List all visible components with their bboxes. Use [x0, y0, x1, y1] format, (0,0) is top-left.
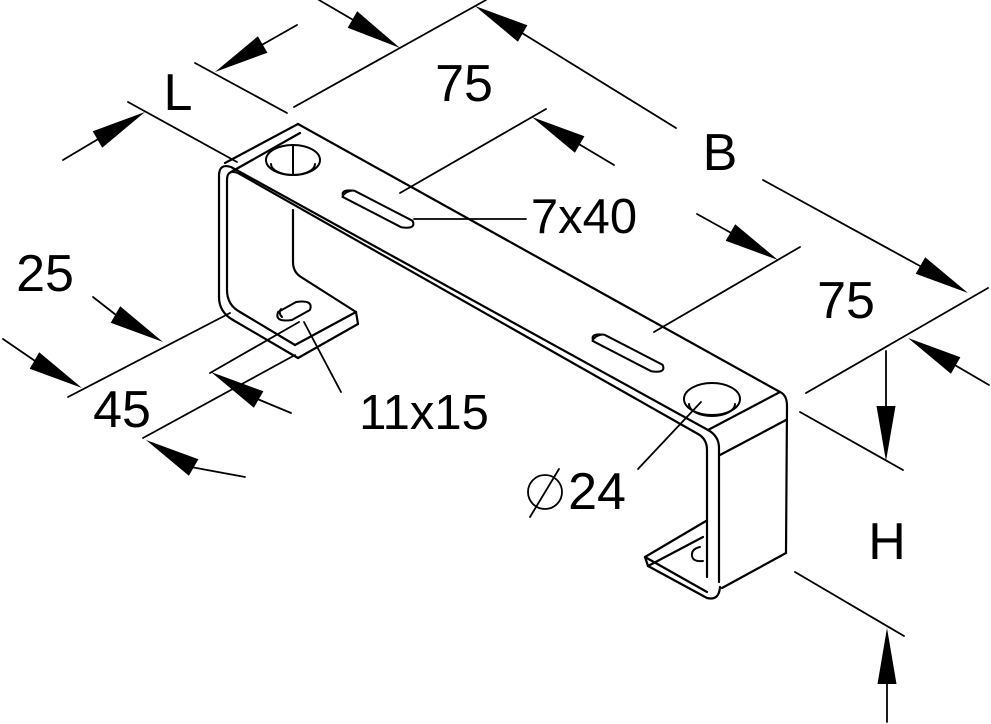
- arrow-shaft: [62, 138, 99, 161]
- dimension-line: [762, 179, 921, 267]
- arrow-shaft: [257, 398, 292, 414]
- arrow-shaft: [954, 364, 990, 386]
- extension-line: [194, 62, 288, 114]
- slot-hole-1: [341, 189, 415, 229]
- dimension-L: L: [62, 24, 298, 163]
- right-foot-end-bottom-edge: [646, 535, 705, 568]
- extension-line: [293, 0, 487, 108]
- arrow-shaft: [2, 338, 36, 362]
- arrow-shaft: [696, 213, 732, 234]
- right-round-hole-bottom-arc: [688, 403, 736, 417]
- bar-front-top-silhouette: [217, 164, 721, 584]
- extension-line: [142, 354, 296, 439]
- extension-line: [399, 108, 547, 194]
- dimension-B: B: [293, 0, 989, 394]
- dimension-75-right: 75: [653, 213, 990, 386]
- dimension-arrowhead: [215, 36, 268, 72]
- left-foot-back-top-edge: [299, 275, 358, 314]
- slot-hole-2: [591, 333, 665, 373]
- leader-11x15: 11x15: [303, 321, 489, 440]
- bar-front-bottom-band: [225, 170, 709, 579]
- diameter-symbol-icon: [527, 474, 563, 510]
- bar-top-face-left-edge: [223, 122, 300, 165]
- extension-line: [127, 101, 238, 163]
- extension-line: [209, 321, 300, 374]
- dimension-arrowhead: [725, 224, 778, 260]
- leader-7x40: 7x40: [413, 190, 637, 244]
- right-foot-end-top-edge: [643, 519, 708, 559]
- leader-line: [637, 401, 702, 470]
- dimension-H: H: [794, 350, 906, 723]
- dimension-arrowhead: [110, 306, 163, 342]
- left-foot-end-top-edge: [293, 310, 358, 347]
- right-foot-front-top-edge: [643, 555, 709, 594]
- leader-dia-24: 24: [527, 401, 702, 521]
- left-leg-back-vertical: [291, 208, 303, 279]
- left-foot-slot-hole: [276, 300, 312, 322]
- right-leg-right-vertical: [778, 390, 789, 555]
- left-foot-inner-bend-front-top: [225, 288, 297, 347]
- bar-top-face-right-edge: [706, 390, 782, 432]
- arrow-shaft: [578, 143, 615, 166]
- slot-hole-2-inner-arc: [591, 333, 603, 342]
- dimension-arrowhead: [211, 372, 264, 408]
- left-leg-fold-inner-line: [229, 131, 302, 174]
- label-foot-slot-size: 11x15: [359, 386, 489, 440]
- dimension-arrowhead: [908, 338, 961, 374]
- dimension-label-75-top: 75: [435, 55, 493, 113]
- dimension-arrowhead: [92, 112, 145, 148]
- right-foot-front-bottom-edge: [646, 564, 722, 600]
- dimension-arrowhead: [29, 352, 82, 388]
- arrow-shaft: [261, 24, 298, 46]
- dimension-75-top: 75: [318, 0, 615, 194]
- bar-top-face-back-edge: [296, 122, 782, 394]
- reference-line: [799, 411, 904, 471]
- dimension-arrowhead: [475, 6, 528, 42]
- right-leg-fold-inner-line: [718, 418, 788, 457]
- extension-line: [67, 312, 231, 398]
- dimension-arrowhead: [146, 440, 199, 476]
- leader-line: [303, 321, 342, 393]
- dimension-arrowhead: [347, 11, 400, 49]
- dimension-label-45: 45: [93, 381, 151, 439]
- arrow-shaft: [92, 296, 117, 316]
- dimension-label-H: H: [868, 513, 906, 571]
- left-foot-slot-inner-arc: [278, 308, 283, 318]
- left-foot-outer-bend-front-bottom: [217, 295, 300, 360]
- label-slot-size: 7x40: [531, 190, 637, 244]
- bracket-body: [217, 122, 789, 600]
- extension-line: [653, 246, 801, 333]
- dimension-line: [521, 32, 677, 129]
- arrow-shaft: [318, 0, 354, 21]
- left-foot-end-bottom-edge: [296, 322, 360, 360]
- label-hole-diameter: 24: [568, 463, 626, 521]
- dimension-label-B: B: [703, 124, 738, 182]
- dimension-25: 25: [16, 245, 300, 414]
- dimension-arrowhead: [532, 117, 585, 153]
- slot-hole-1-inner-arc: [341, 189, 353, 198]
- left-foot-end-corner: [354, 310, 360, 326]
- dimension-arrowhead: [877, 628, 897, 684]
- reference-line: [794, 571, 905, 637]
- dimension-label-75-right: 75: [817, 272, 875, 330]
- dimension-45: 45: [2, 338, 296, 478]
- dimension-arrowhead: [915, 257, 968, 293]
- dimension-label-25: 25: [16, 245, 74, 303]
- right-leg-bottom-edge: [720, 551, 788, 590]
- dimension-arrowhead: [876, 406, 896, 461]
- extension-line: [805, 287, 989, 394]
- left-round-hole-bottom-arc: [270, 163, 316, 176]
- diameter-symbol-slash: [529, 468, 560, 518]
- arrow-shaft: [192, 466, 246, 478]
- dimension-label-L: L: [164, 64, 193, 122]
- right-foot-slot-arc: [690, 546, 704, 563]
